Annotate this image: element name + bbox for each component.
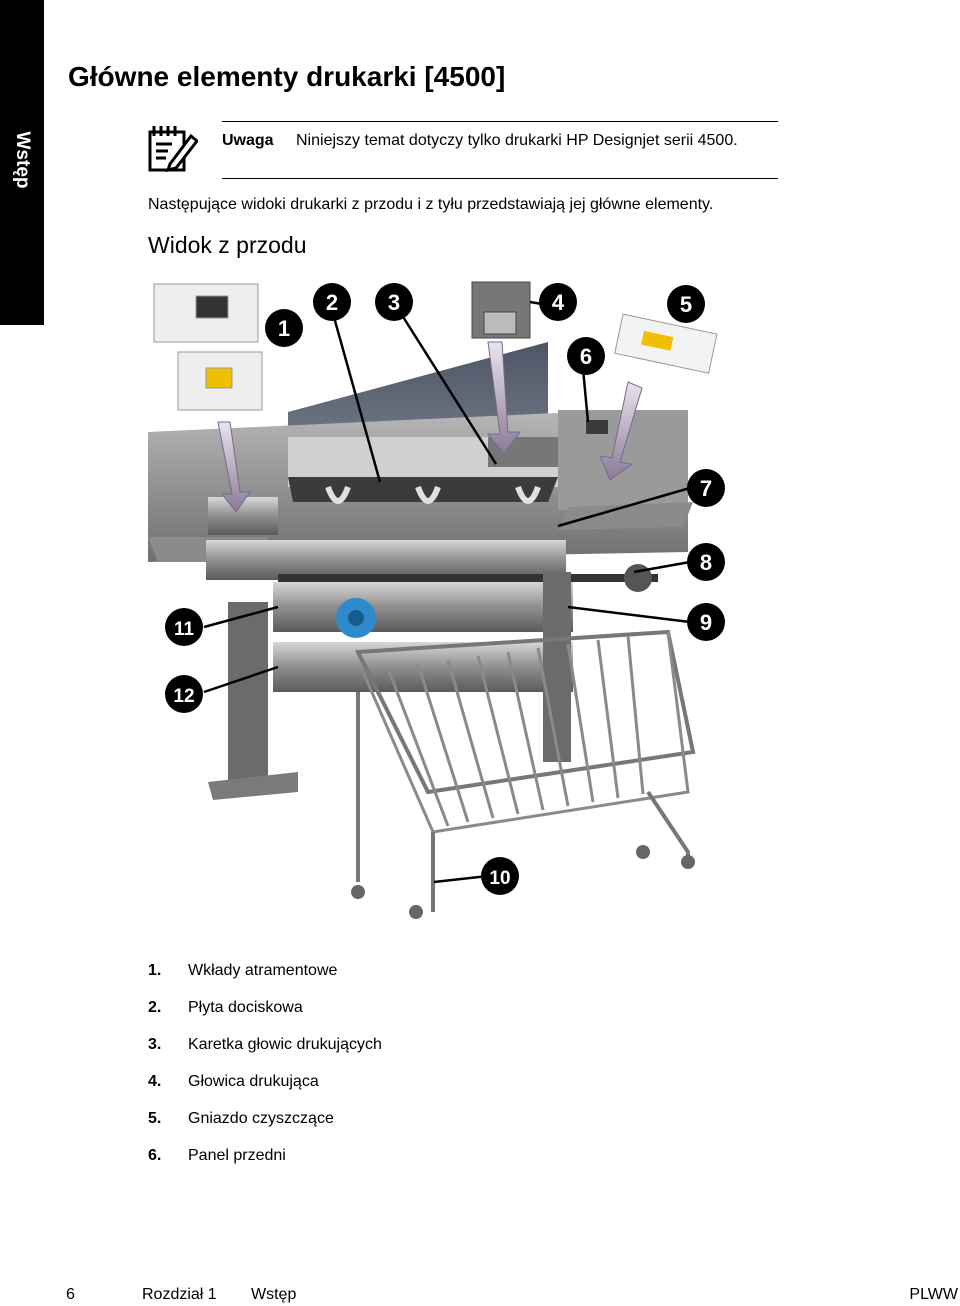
side-tab-label: Wstęp <box>12 131 33 189</box>
callout-2-label: 2 <box>326 290 338 315</box>
footer-chapter: Rozdział 1 <box>142 1286 217 1303</box>
callout-2: 2 <box>313 283 351 321</box>
insert-arrows <box>217 341 643 513</box>
legend-item: 4.Głowica drukująca <box>148 1073 319 1090</box>
callout-10: 10 <box>481 857 519 895</box>
callout-lines <box>203 300 691 884</box>
legend-item: 1.Wkłady atramentowe <box>148 962 338 979</box>
callout-5: 5 <box>667 285 705 323</box>
legend-item: 6.Panel przedni <box>148 1147 286 1164</box>
printhead <box>471 281 531 339</box>
callout-8: 8 <box>687 543 725 581</box>
note-top-rule <box>222 121 778 122</box>
callout-1: 1 <box>265 309 303 347</box>
legend-item: 2.Płyta dociskowa <box>148 999 303 1016</box>
callout-4: 4 <box>539 283 577 321</box>
printer-illustration <box>148 342 693 800</box>
callout-11-label: 11 <box>174 619 195 640</box>
callout-10-label: 10 <box>489 868 510 889</box>
parts-legend: 1.Wkłady atramentowe 2.Płyta dociskowa 3… <box>148 962 382 1184</box>
cleaning-cartridge <box>614 313 718 374</box>
paper-bin <box>351 629 696 919</box>
callout-3-label: 3 <box>388 290 400 315</box>
callout-4-label: 4 <box>552 290 565 315</box>
intro-paragraph: Następujące widoki drukarki z przodu i z… <box>148 196 714 213</box>
note-bottom-rule <box>222 178 778 179</box>
page-title: Główne elementy drukarki [4500] <box>68 61 506 92</box>
callout-8-label: 8 <box>700 550 712 575</box>
legend-item: 5.Gniazdo czyszczące <box>148 1110 334 1127</box>
callout-6-label: 6 <box>580 344 592 369</box>
callout-9-label: 9 <box>700 610 712 635</box>
printer-front-view-figure: 1 2 3 4 5 6 7 8 9 10 11 12 <box>148 281 725 919</box>
callout-7-label: 7 <box>700 476 712 501</box>
callout-12: 12 <box>165 675 203 713</box>
callout-11: 11 <box>165 608 203 646</box>
callout-7: 7 <box>687 469 725 507</box>
section-heading: Widok z przodu <box>148 232 307 258</box>
callout-3: 3 <box>375 283 413 321</box>
ink-cartridges <box>153 283 263 411</box>
legend-item: 3.Karetka głowic drukujących <box>148 1036 382 1053</box>
callout-5-label: 5 <box>680 292 692 317</box>
callout-9: 9 <box>687 603 725 641</box>
callout-1-label: 1 <box>278 316 290 341</box>
side-tab: Wstęp <box>0 0 44 325</box>
callout-6: 6 <box>567 337 605 375</box>
note-text: Niniejszy temat dotyczy tylko drukarki H… <box>296 132 738 149</box>
note-label: Uwaga <box>222 132 274 149</box>
callout-12-label: 12 <box>173 686 194 707</box>
notepad-pencil-icon <box>148 126 198 173</box>
footer-chapter-name: Wstęp <box>251 1286 297 1303</box>
footer-locale: PLWW <box>909 1286 958 1303</box>
figure-callouts: 1 2 3 4 5 6 7 8 9 10 11 12 <box>165 283 725 895</box>
footer-page-number: 6 <box>66 1286 75 1303</box>
